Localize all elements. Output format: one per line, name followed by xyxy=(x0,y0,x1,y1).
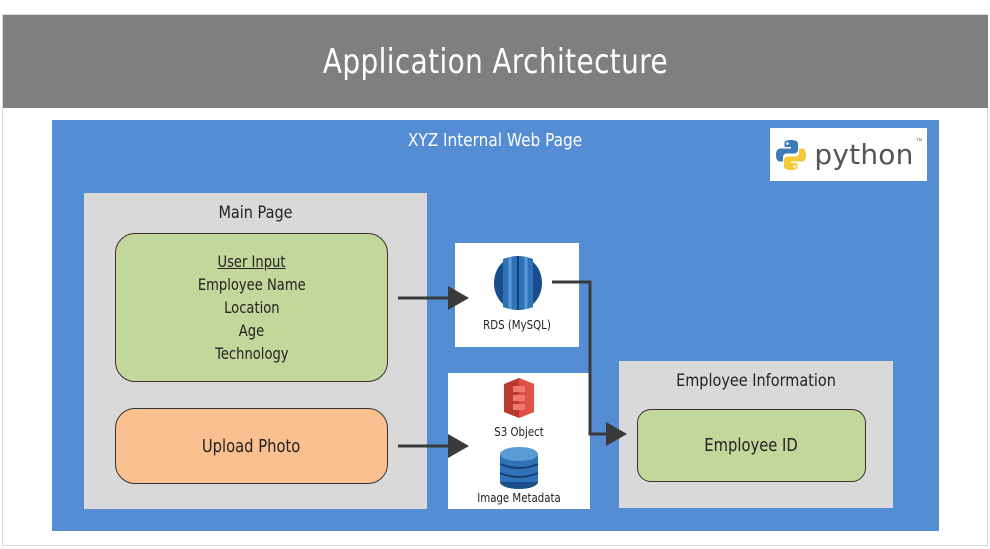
trademark-mark: ™ xyxy=(915,138,923,145)
image-metadata-label: Image Metadata xyxy=(477,491,561,505)
field-technology: Technology xyxy=(214,344,289,363)
user-input-box: User Input Employee Name Location Age Te… xyxy=(115,233,388,382)
rds-label: RDS (MySQL) xyxy=(483,318,551,332)
upload-photo-label: Upload Photo xyxy=(202,435,301,457)
field-employee-name: Employee Name xyxy=(197,275,306,294)
employee-id-label: Employee ID xyxy=(704,435,799,456)
field-location: Location xyxy=(223,298,280,317)
python-wordmark: python xyxy=(814,138,914,171)
rds-database-icon xyxy=(494,256,542,310)
python-snake-icon xyxy=(776,139,807,170)
page-title: Application Architecture xyxy=(322,41,669,82)
rds-service-box: RDS (MySQL) xyxy=(455,243,579,347)
metadata-database-icon xyxy=(499,447,539,489)
s3-object-label: S3 Object xyxy=(494,425,544,439)
main-page-title: Main Page xyxy=(218,203,293,223)
field-age: Age xyxy=(238,321,265,340)
s3-service-box: S3 Object Image Metadata xyxy=(448,373,590,509)
python-logo: python ™ xyxy=(770,128,927,181)
title-bar: Application Architecture xyxy=(3,15,988,108)
s3-bucket-icon xyxy=(504,378,534,418)
employee-information-title: Employee Information xyxy=(676,371,836,391)
upload-photo-box: Upload Photo xyxy=(115,408,388,484)
user-input-heading: User Input xyxy=(217,252,286,271)
employee-id-box: Employee ID xyxy=(637,409,866,482)
web-page-title: XYZ Internal Web Page xyxy=(407,130,583,151)
